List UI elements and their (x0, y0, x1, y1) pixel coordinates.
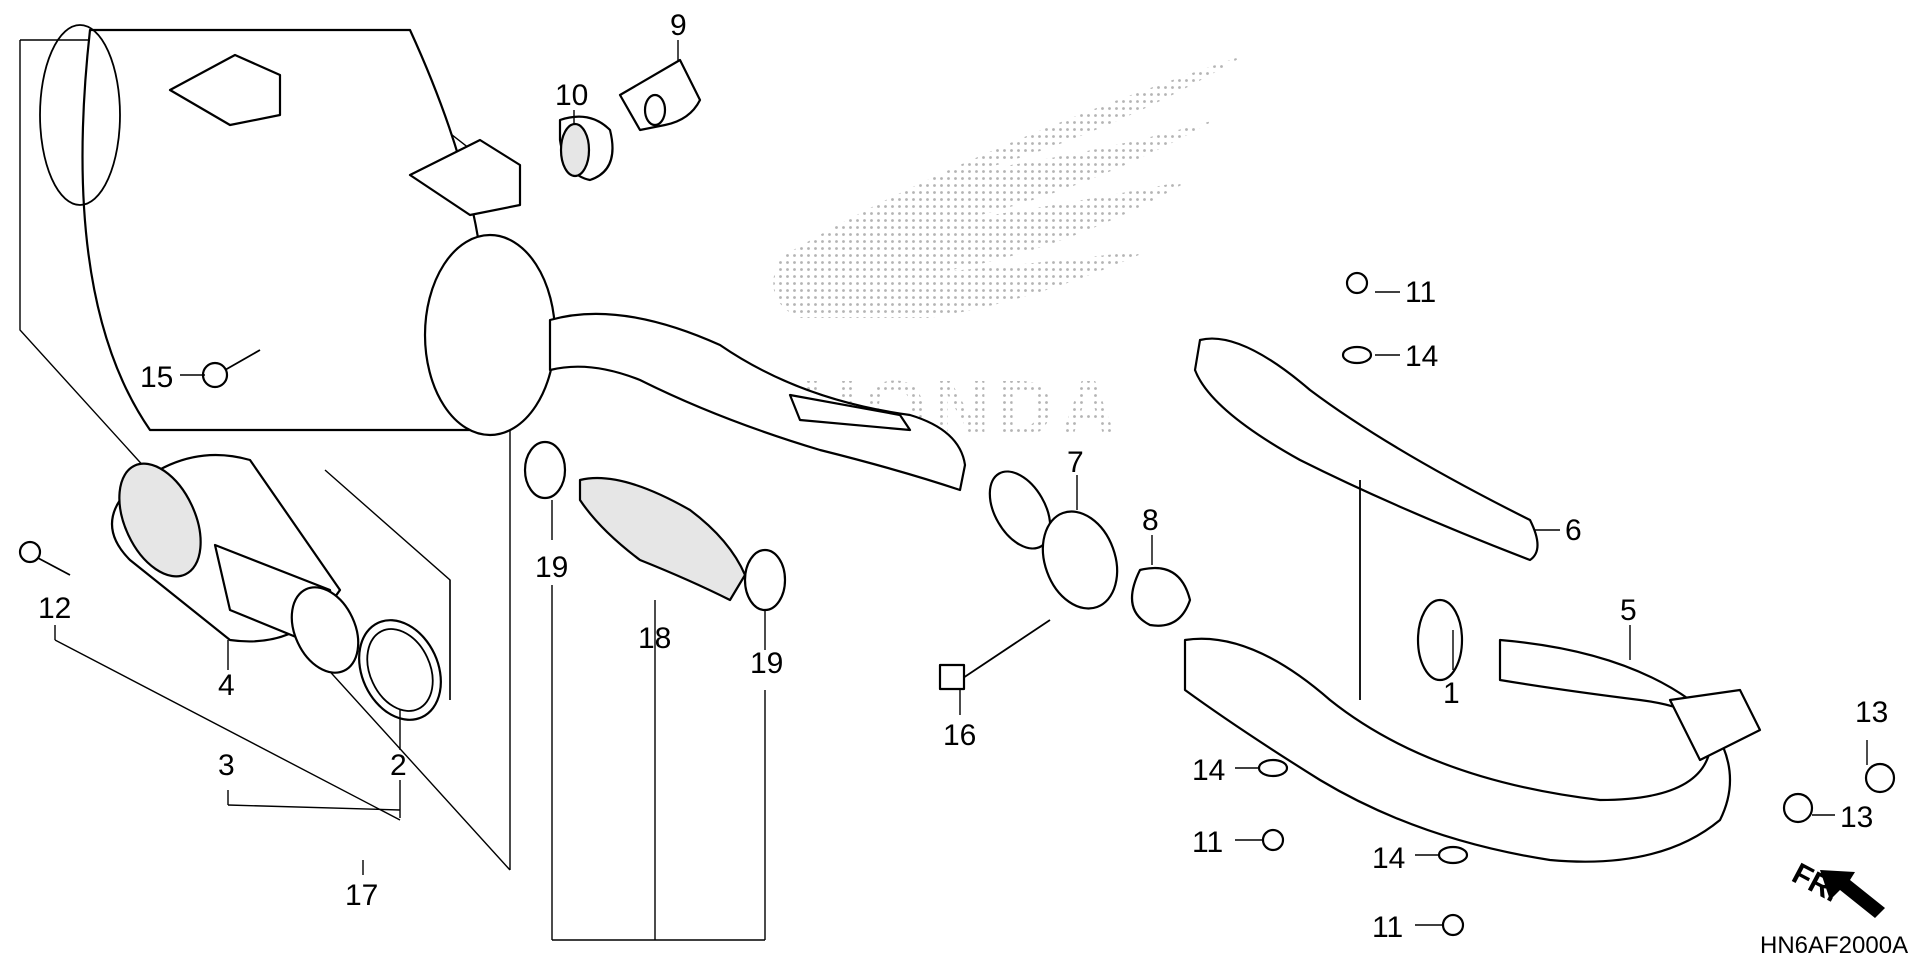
callout-14-lower: 14 (1372, 842, 1405, 875)
callout-5: 5 (1620, 594, 1637, 627)
callout-6: 6 (1565, 514, 1582, 547)
callout-3: 3 (218, 749, 235, 782)
callout-14-top: 14 (1405, 340, 1438, 373)
callout-1: 1 (1443, 677, 1460, 710)
honda-wing-watermark: HONDA (773, 55, 1245, 453)
callout-8: 8 (1142, 504, 1159, 537)
end-cap-assembly (110, 453, 442, 721)
front-direction-arrow: FR. (1787, 857, 1885, 918)
diagram-code: HN6AF2000A (1760, 932, 1908, 959)
front-direction-label: FR. (1787, 857, 1845, 909)
callout-7: 7 (1067, 446, 1084, 479)
callout-19-right: 19 (750, 647, 783, 680)
callout-18: 18 (638, 622, 671, 655)
callout-11-mid: 11 (1192, 826, 1223, 859)
exhaust-clamp (938, 510, 1192, 691)
callout-11-lower: 11 (1372, 911, 1403, 944)
callout-4: 4 (218, 669, 235, 702)
callout-17: 17 (345, 879, 378, 912)
grommet-and-collar (558, 58, 702, 182)
callout-14-mid: 14 (1192, 754, 1225, 787)
heat-protector (523, 440, 787, 612)
muffler-body (39, 24, 1052, 550)
callout-13-right: 13 (1855, 696, 1888, 729)
leader-lines (54, 40, 1868, 941)
callout-19-left: 19 (535, 551, 568, 584)
callout-2: 2 (390, 749, 407, 782)
callout-9: 9 (670, 9, 687, 42)
callout-11-top: 11 (1405, 276, 1436, 309)
fasteners (18, 271, 1896, 937)
callout-16: 16 (943, 719, 976, 752)
callout-12: 12 (38, 592, 71, 625)
callout-15: 15 (140, 361, 173, 394)
exhaust-pipe (1183, 598, 1762, 863)
pipe-heat-shield (1193, 337, 1539, 700)
callout-13-lower: 13 (1840, 801, 1873, 834)
callout-10: 10 (555, 79, 588, 112)
callout-labels: 9 10 15 12 4 3 2 17 19 18 19 7 8 16 11 1… (38, 9, 1888, 944)
